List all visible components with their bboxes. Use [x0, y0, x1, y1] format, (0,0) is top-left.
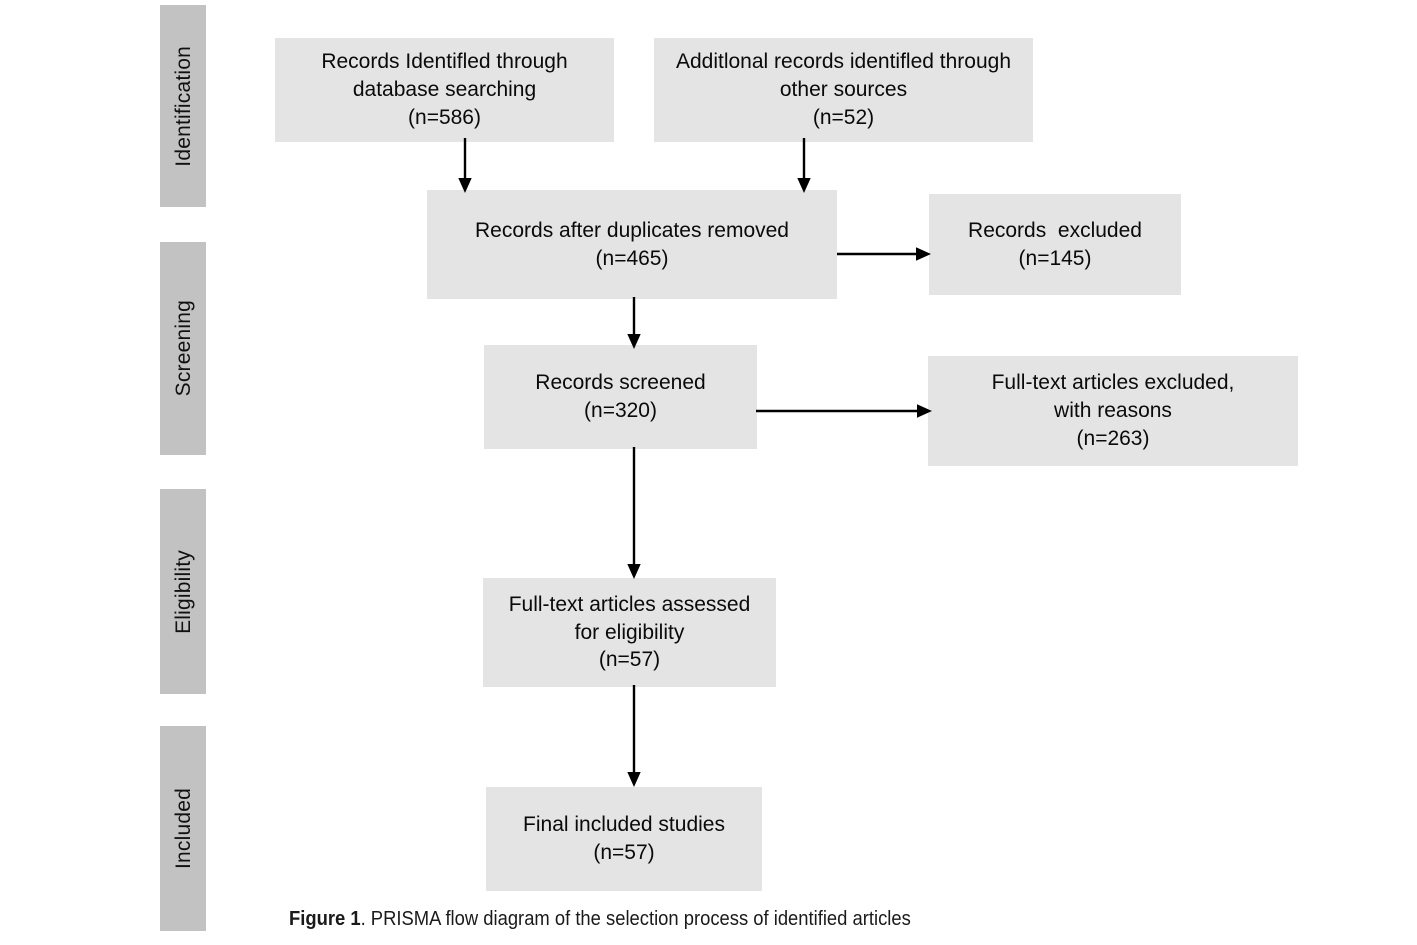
box-line-1: Additlonal records identifled through	[675, 50, 1012, 74]
box-line-1: Records after duplicates removed	[475, 218, 789, 242]
box-line-3: (n=52)	[812, 105, 875, 129]
arrow-db-to-duplicates	[458, 138, 472, 193]
stage-bar-screening: Screening	[160, 242, 206, 455]
box-fulltext-articles-assessed: Full-text articles assessed for eligibil…	[483, 578, 776, 687]
box-line-2: (n=465)	[595, 246, 669, 270]
box-line-1: Records Identifled through	[321, 50, 568, 74]
stage-bar-identification: Identification	[160, 5, 206, 207]
box-records-after-duplicates-removed: Records after duplicates removed (n=465)	[427, 190, 837, 299]
box-additional-records-other-sources: Additlonal records identifled through ot…	[654, 38, 1033, 142]
box-line-3: (n=57)	[598, 648, 661, 672]
arrow-screened-to-fulltext-excluded	[756, 404, 932, 418]
box-final-included-studies: Final included studies (n=57)	[486, 787, 762, 891]
arrow-duplicates-to-records-excluded	[837, 247, 931, 261]
box-line-3: (n=586)	[408, 105, 481, 129]
box-line-1: Final included studies	[523, 813, 725, 837]
figure-caption-text: . PRISMA flow diagram of the selection p…	[360, 908, 911, 930]
box-line-3: (n=263)	[1076, 426, 1150, 450]
box-fulltext-articles-excluded: Full-text articles excluded, with reason…	[928, 356, 1298, 466]
arrow-fulltext-assessed-to-final-included	[627, 685, 641, 787]
box-records-screened: Records screened (n=320)	[484, 345, 757, 449]
box-line-1: Records excluded	[968, 218, 1142, 242]
stage-bar-eligibility: Eligibility	[160, 489, 206, 694]
box-line-1: Full-text articles excluded,	[991, 371, 1235, 395]
box-line-2: with reasons	[1054, 399, 1172, 423]
stage-label-included: Included	[171, 788, 195, 869]
box-line-2: (n=320)	[584, 399, 657, 422]
stage-label-identification: Identification	[171, 45, 195, 167]
figure-caption: Figure 1. PRISMA flow diagram of the sel…	[289, 908, 911, 931]
stage-bar-included: Included	[160, 726, 206, 931]
box-line-1: Records screened	[535, 371, 706, 395]
stage-label-screening: Screening	[171, 300, 195, 397]
box-records-identified-database: Records Identifled through database sear…	[275, 38, 614, 142]
box-line-1: Full-text articles assessed	[508, 592, 751, 616]
stage-label-eligibility: Eligibility	[171, 549, 195, 634]
arrow-other-to-duplicates	[797, 138, 811, 193]
arrow-screened-to-fulltext-assessed	[627, 447, 641, 579]
box-line-2: database searching	[352, 78, 537, 102]
box-records-excluded: Records excluded (n=145)	[929, 194, 1181, 295]
box-line-2: (n=145)	[1018, 246, 1092, 270]
figure-caption-label: Figure 1	[289, 908, 361, 930]
box-line-2: for eligibility	[574, 620, 685, 644]
box-line-2: other sources	[779, 78, 908, 102]
arrow-duplicates-to-screened	[627, 297, 641, 349]
box-line-2: (n=57)	[593, 841, 655, 864]
